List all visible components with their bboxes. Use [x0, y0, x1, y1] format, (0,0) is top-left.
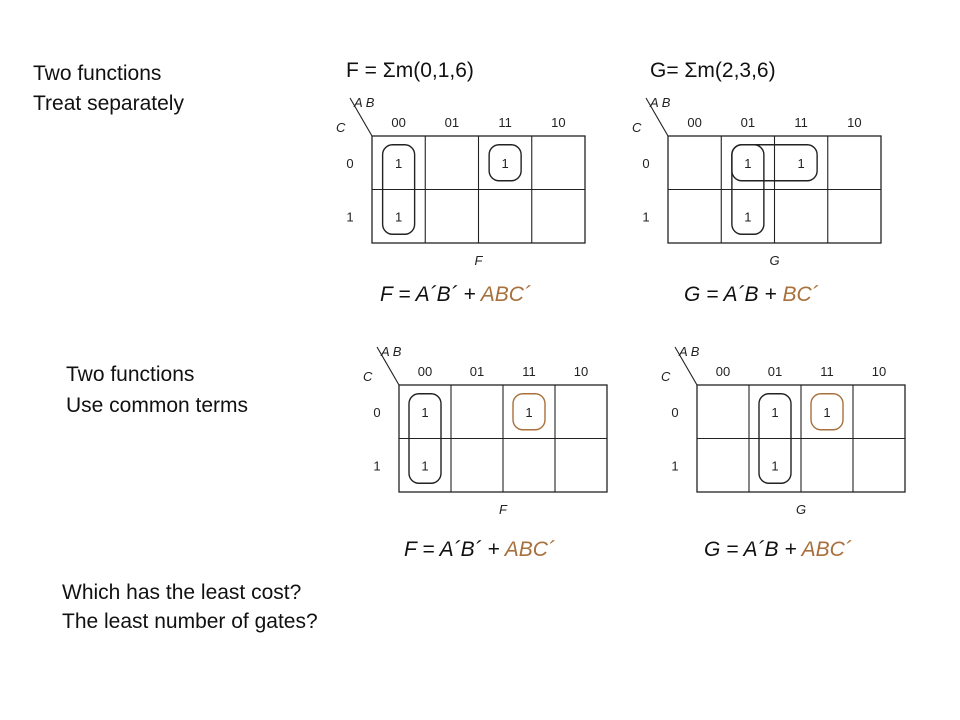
- kmap-group-loop: [731, 144, 818, 182]
- kmap-col-header: 11: [522, 364, 536, 379]
- kmap-col-header: 10: [872, 364, 886, 379]
- question-cost: Which has the least cost?: [62, 581, 302, 604]
- note-common-line1: Two functions: [66, 363, 195, 386]
- kmap-diagonal: [349, 97, 373, 137]
- kmap-col-header: 01: [445, 115, 459, 130]
- kmap-function-label: G: [796, 502, 806, 517]
- kmap-c-label: C: [632, 120, 642, 135]
- equation-f-common: F = A´B´ + ABC´: [404, 538, 555, 562]
- kmap-function-label: G: [769, 253, 779, 268]
- kmap-one: 1: [421, 405, 428, 420]
- kmap-col-header: 01: [741, 115, 755, 130]
- kmap-one: 1: [771, 405, 778, 420]
- kmap-col-header: 00: [391, 115, 405, 130]
- equation-accent-term: BC´: [782, 283, 819, 306]
- equation-accent-term: ABC´: [504, 538, 555, 561]
- kmap-col-header: 01: [768, 364, 782, 379]
- kmap-one: 1: [421, 458, 428, 473]
- note-treat-line2: Treat separately: [33, 92, 184, 115]
- kmap-group-loop: [381, 144, 416, 235]
- kmap-c-label: C: [363, 369, 373, 384]
- kmap-one: 1: [395, 209, 402, 224]
- note-common-line2: Use common terms: [66, 394, 249, 417]
- kmap-group-loop: [758, 393, 792, 484]
- kmap-ab-label: A B: [649, 95, 671, 110]
- kmap-diagonal: [376, 346, 400, 386]
- kmap-c-label: C: [336, 120, 346, 135]
- kmap-diagonal: [674, 346, 698, 386]
- kmap-row-header: 1: [346, 209, 353, 224]
- kmap-group-loop: [488, 144, 522, 182]
- kmap-row-header: 1: [642, 209, 649, 224]
- kmap-row-header: 1: [373, 458, 380, 473]
- kmap-col-header: 10: [847, 115, 861, 130]
- kmap-ab-label: A B: [678, 344, 700, 359]
- kmap-row-header: 0: [642, 156, 649, 171]
- equation-lhs: G = A´B +: [684, 283, 783, 306]
- kmap-col-header: 00: [418, 364, 432, 379]
- equation-lhs: G = A´B +: [704, 538, 802, 561]
- kmap-one: 1: [744, 209, 751, 224]
- kmap-col-header: 10: [551, 115, 565, 130]
- kmap-group-loop: [512, 393, 546, 431]
- kmap-one: 1: [525, 405, 532, 420]
- kmap-col-header: 00: [687, 115, 701, 130]
- equation-accent-term: ABC´: [480, 283, 531, 306]
- kmap-row-header: 1: [671, 458, 678, 473]
- kmap-function-label: F: [475, 253, 484, 268]
- kmap-c-label: C: [661, 369, 671, 384]
- f-definition: F = Σm(0,1,6): [346, 59, 474, 82]
- kmap-col-header: 11: [820, 364, 834, 379]
- g-definition: G= Σm(2,3,6): [650, 59, 776, 82]
- kmap-row-header: 0: [346, 156, 353, 171]
- kmap-ab-label: A B: [380, 344, 402, 359]
- kmap-one: 1: [395, 156, 402, 171]
- note-treat-line1: Two functions: [33, 62, 162, 85]
- equation-g-common: G = A´B + ABC´: [704, 538, 852, 562]
- kmap-col-header: 00: [716, 364, 730, 379]
- kmap-col-header: 11: [498, 115, 512, 130]
- kmap-function-label: F: [499, 502, 508, 517]
- equation-g-separate: G = A´B + BC´: [684, 283, 819, 307]
- kmap-group-loop: [408, 393, 442, 484]
- kmap-col-header: 01: [470, 364, 484, 379]
- kmap-diagonal: [645, 97, 669, 137]
- kmap-row-header: 0: [373, 405, 380, 420]
- kmap-ab-label: A B: [353, 95, 375, 110]
- kmap-one: 1: [823, 405, 830, 420]
- equation-lhs: F = A´B´ +: [380, 283, 481, 306]
- equation-f-separate: F = A´B´ + ABC´: [380, 283, 531, 307]
- kmap-col-header: 10: [574, 364, 588, 379]
- kmap-one: 1: [798, 156, 805, 171]
- kmap-col-header: 11: [794, 115, 808, 130]
- kmap-one: 1: [771, 458, 778, 473]
- question-gates: The least number of gates?: [62, 610, 318, 633]
- equation-lhs: F = A´B´ +: [404, 538, 505, 561]
- kmap-one: 1: [744, 156, 751, 171]
- equation-accent-term: ABC´: [801, 538, 852, 561]
- kmap-group-loop: [810, 393, 844, 431]
- kmap-one: 1: [502, 156, 509, 171]
- kmap-row-header: 0: [671, 405, 678, 420]
